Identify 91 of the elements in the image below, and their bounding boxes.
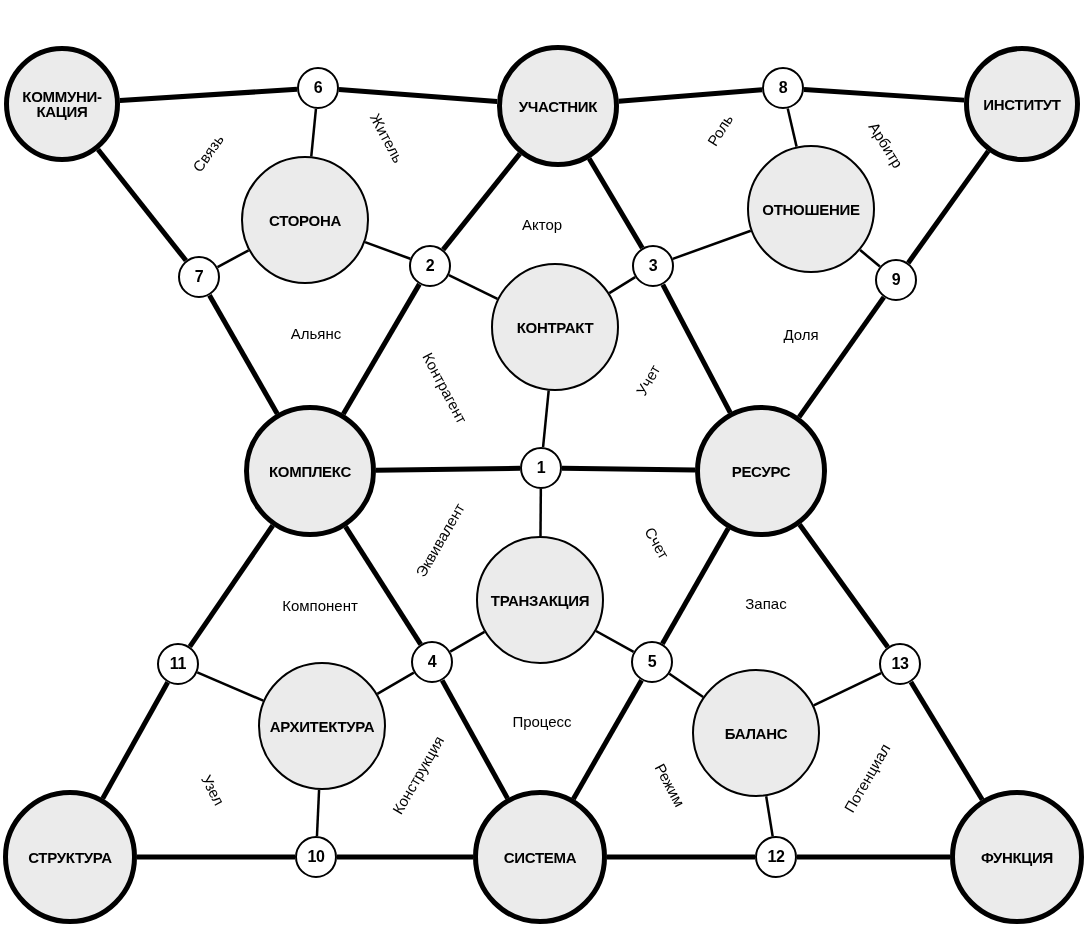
relation-label: Узел bbox=[198, 771, 228, 809]
connector-line bbox=[119, 86, 298, 103]
relation-label: Доля bbox=[783, 325, 819, 343]
concept-label: СТРУКТУРА bbox=[28, 849, 112, 865]
relation-label: Альянс bbox=[290, 324, 342, 342]
number-circle bbox=[632, 245, 674, 287]
relation-label: Компонент bbox=[282, 596, 358, 614]
concept-label: СИСТЕМА bbox=[503, 849, 577, 865]
connector-line bbox=[906, 149, 991, 265]
number-label: 5 bbox=[647, 654, 657, 670]
number-circle bbox=[409, 245, 451, 287]
connector-line bbox=[376, 671, 415, 695]
concept-label: БАЛАНС bbox=[724, 725, 788, 741]
connector-line bbox=[448, 274, 499, 301]
number-label: 6 bbox=[313, 80, 323, 96]
connector-line bbox=[310, 108, 318, 157]
connector-line bbox=[764, 796, 774, 837]
number-circle bbox=[762, 67, 804, 109]
number-label: 2 bbox=[425, 258, 435, 274]
concept-label: АРХИТЕКТУРА bbox=[269, 718, 375, 734]
connector-line bbox=[571, 678, 644, 801]
connector-line bbox=[595, 629, 635, 653]
number-circle bbox=[875, 259, 917, 301]
connector-line bbox=[797, 295, 886, 419]
number-circle bbox=[178, 256, 220, 298]
concept-label: ТРАНЗАКЦИЯ bbox=[490, 592, 590, 608]
connector-line bbox=[207, 294, 280, 415]
concept-label: УЧАСТНИК bbox=[518, 98, 598, 114]
connector-line bbox=[607, 854, 755, 860]
connector-line bbox=[587, 157, 645, 250]
number-circle bbox=[879, 643, 921, 685]
number-label: 7 bbox=[194, 269, 204, 285]
concept-label: РЕСУРС bbox=[731, 463, 791, 479]
number-circle bbox=[520, 447, 562, 489]
connector-line bbox=[216, 249, 250, 269]
connector-line bbox=[364, 240, 411, 260]
concept-label: ОТНОШЕНИЕ bbox=[762, 201, 860, 217]
number-circle bbox=[157, 643, 199, 685]
connector-line bbox=[797, 523, 890, 649]
connector-line bbox=[441, 152, 522, 252]
connector-line bbox=[668, 672, 704, 698]
connector-line bbox=[539, 489, 543, 536]
number-circle bbox=[755, 836, 797, 878]
concept-label: КОНТРАКТ bbox=[516, 319, 594, 335]
concept-label: КОММУНИ-КАЦИЯ bbox=[21, 89, 103, 119]
connector-line bbox=[315, 789, 321, 837]
relation-label: Актор bbox=[521, 215, 563, 233]
connector-line bbox=[343, 525, 423, 646]
number-circle bbox=[631, 641, 673, 683]
connector-line bbox=[541, 390, 550, 448]
concept-label: ФУНКЦИЯ bbox=[981, 849, 1053, 865]
connector-line bbox=[803, 86, 965, 103]
number-label: 3 bbox=[648, 258, 658, 274]
number-circle bbox=[411, 641, 453, 683]
connector-line bbox=[187, 524, 275, 649]
number-label: 12 bbox=[767, 849, 785, 865]
connector-line bbox=[449, 630, 486, 653]
connector-line bbox=[440, 679, 510, 800]
connector-line bbox=[786, 108, 798, 147]
concept-label: ИНСТИТУТ bbox=[983, 96, 1061, 112]
number-label: 8 bbox=[778, 80, 788, 96]
concept-label: СТОРОНА bbox=[269, 212, 341, 228]
connector-line bbox=[908, 680, 985, 801]
number-circle bbox=[297, 67, 339, 109]
number-label: 11 bbox=[169, 656, 187, 672]
connector-line bbox=[137, 854, 295, 860]
connector-line bbox=[338, 87, 498, 104]
number-label: 1 bbox=[536, 460, 546, 476]
connector-line bbox=[561, 465, 696, 473]
connector-line bbox=[341, 282, 422, 416]
number-label: 4 bbox=[427, 654, 437, 670]
connector-line bbox=[672, 229, 752, 261]
concept-label: КОМПЛЕКС bbox=[269, 463, 351, 479]
number-label: 10 bbox=[307, 849, 325, 865]
connector-line bbox=[660, 283, 733, 414]
number-circle bbox=[295, 836, 337, 878]
number-label: 13 bbox=[891, 656, 909, 672]
connector-line bbox=[196, 671, 264, 702]
relation-label: Запас bbox=[745, 594, 787, 612]
connector-line bbox=[660, 527, 731, 645]
number-label: 9 bbox=[891, 272, 901, 288]
connector-line bbox=[608, 276, 636, 295]
connector-line bbox=[337, 854, 473, 860]
connector-line bbox=[96, 147, 188, 263]
connector-line bbox=[813, 671, 882, 707]
connector-line bbox=[797, 854, 950, 860]
connector-line bbox=[375, 465, 521, 473]
connector-line bbox=[618, 87, 763, 104]
relation-label: Процесс bbox=[512, 712, 572, 730]
connector-line bbox=[859, 249, 881, 268]
connector-line bbox=[100, 681, 170, 800]
